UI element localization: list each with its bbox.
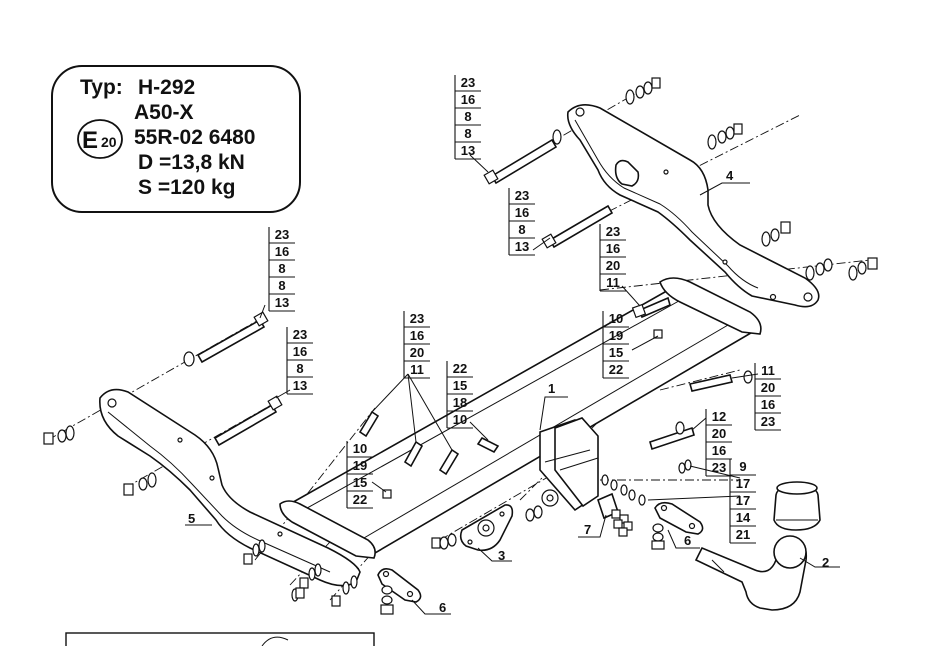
s-value: S =120 kg xyxy=(138,176,235,199)
callout-number: 14 xyxy=(736,510,751,525)
part-number-4: 4 xyxy=(726,168,734,183)
bracket-right xyxy=(566,104,820,308)
typ-label: Typ: xyxy=(80,76,123,99)
callout-stack: 23 16 8 13 xyxy=(508,188,535,256)
callout-number: 9 xyxy=(739,459,746,474)
typ-value: H-292 xyxy=(138,76,195,99)
part-number-6-bottom: 6 xyxy=(439,600,446,615)
part-leaders xyxy=(185,154,840,615)
part-number-3: 3 xyxy=(498,548,505,563)
part-numbers: 1 2 3 4 5 6 6 7 xyxy=(188,168,829,615)
callout-stack: 9 17 17 14 21 xyxy=(729,459,756,544)
callout-number: 23 xyxy=(606,224,620,239)
callout-number: 13 xyxy=(275,295,289,310)
callout-stack: 23 16 8 13 xyxy=(286,327,313,395)
callout-number: 23 xyxy=(712,460,726,475)
callout-number: 8 xyxy=(296,361,303,376)
callout-number: 23 xyxy=(515,188,529,203)
callout-number: 20 xyxy=(712,426,726,441)
ball-cover xyxy=(773,481,821,531)
callout-number: 8 xyxy=(278,278,285,293)
callout-number: 10 xyxy=(453,412,467,427)
callout-stack: 23 16 20 11 xyxy=(599,224,626,292)
callout-number: 11 xyxy=(761,363,775,378)
bracket-left xyxy=(99,388,361,587)
callout-stack: 23 16 20 11 xyxy=(403,311,430,379)
callout-stack: 22 15 18 10 xyxy=(446,361,473,429)
callout-number: 19 xyxy=(609,328,623,343)
callout-number: 8 xyxy=(278,261,285,276)
callout-stack: 10 19 15 22 xyxy=(346,441,373,509)
strap-bottom xyxy=(377,568,422,603)
ball-neck xyxy=(694,535,808,611)
e-mark-letter: E xyxy=(82,127,98,154)
part-number-5: 5 xyxy=(188,511,195,526)
callout-number: 16 xyxy=(515,205,529,220)
part-number-7: 7 xyxy=(584,522,591,537)
callout-stack: 11 20 16 23 xyxy=(754,363,781,431)
part-number-6-right: 6 xyxy=(684,533,691,548)
callout-number: 13 xyxy=(461,143,475,158)
e-mark-circle xyxy=(77,119,123,159)
callout-number: 11 xyxy=(606,275,620,290)
d-value: D =13,8 kN xyxy=(138,151,245,174)
callout-number: 22 xyxy=(453,361,467,376)
bolts xyxy=(196,138,734,499)
type-plate: Typ: H-292 A50-X E 20 55R-02 6480 D =13,… xyxy=(51,65,301,213)
strap-right xyxy=(654,501,704,535)
callout-number: 13 xyxy=(293,378,307,393)
callout-number: 23 xyxy=(761,414,775,429)
callout-number: 16 xyxy=(761,397,775,412)
callout-number: 10 xyxy=(609,311,623,326)
callout-number: 16 xyxy=(461,92,475,107)
callout-number: 8 xyxy=(518,222,525,237)
callout-number: 23 xyxy=(461,75,475,90)
callout-number: 23 xyxy=(275,227,289,242)
part-number-2: 2 xyxy=(822,555,829,570)
class-value: A50-X xyxy=(134,101,194,124)
callout-stack: 23 16 8 8 13 xyxy=(268,227,295,312)
callout-number: 8 xyxy=(464,126,471,141)
callout-number: 10 xyxy=(353,441,367,456)
callout-stack: 12 20 16 23 xyxy=(705,409,732,477)
approval-number: 55R-02 6480 xyxy=(134,126,255,149)
callout-number: 19 xyxy=(353,458,367,473)
part-number-1: 1 xyxy=(548,381,555,396)
callout-number: 8 xyxy=(464,109,471,124)
callout-number: 22 xyxy=(609,362,623,377)
callout-number: 20 xyxy=(761,380,775,395)
callout-stacks: 23 16 8 8 13 23 16 8 13 23 16 8 8 13 23 16 8 13 23 16 20 11 10… xyxy=(268,75,781,544)
callout-number: 16 xyxy=(293,344,307,359)
crossbar xyxy=(279,277,762,559)
socket-plate xyxy=(459,504,514,552)
callout-number: 15 xyxy=(353,475,367,490)
callout-number: 12 xyxy=(712,409,726,424)
callout-number: 20 xyxy=(410,345,424,360)
callout-number: 17 xyxy=(736,476,750,491)
callout-number: 16 xyxy=(275,244,289,259)
callout-stack: 10 19 15 22 xyxy=(602,311,629,379)
washers-and-nuts xyxy=(43,77,878,615)
callout-number: 18 xyxy=(453,395,467,410)
callout-number: 23 xyxy=(410,311,424,326)
callout-number: 16 xyxy=(606,241,620,256)
lower-subframe xyxy=(65,632,375,646)
e-mark-number: 20 xyxy=(101,134,117,150)
callout-number: 17 xyxy=(736,493,750,508)
callout-number: 16 xyxy=(410,328,424,343)
callout-number: 15 xyxy=(453,378,467,393)
callout-stack: 23 16 8 8 13 xyxy=(454,75,481,160)
callout-number: 22 xyxy=(353,492,367,507)
callout-number: 13 xyxy=(515,239,529,254)
callout-number: 20 xyxy=(606,258,620,273)
callout-number: 23 xyxy=(293,327,307,342)
callout-number: 16 xyxy=(712,443,726,458)
callout-number: 21 xyxy=(736,527,750,542)
callout-number: 11 xyxy=(410,362,424,377)
callout-number: 15 xyxy=(609,345,623,360)
